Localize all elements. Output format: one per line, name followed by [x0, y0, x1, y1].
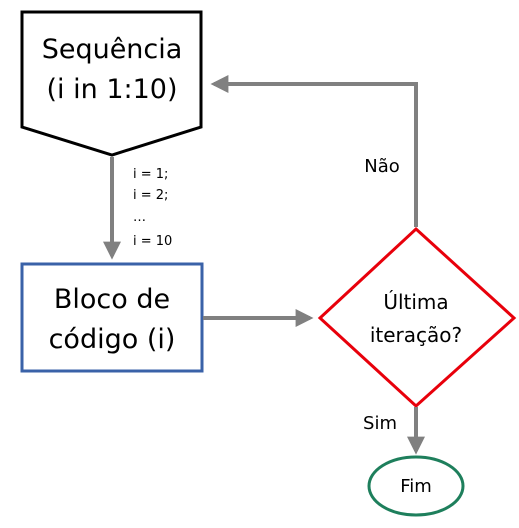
no-label: Não: [364, 156, 400, 177]
iteration-label-1: i = 1;: [133, 167, 168, 182]
code-block-label-line1: Bloco de: [54, 284, 170, 315]
iteration-label-3: …: [133, 210, 146, 225]
iteration-labels: i = 1; i = 2; … i = 10: [133, 167, 172, 249]
end-node: Fim: [367, 455, 465, 517]
sequence-label-line2: (i in 1:10): [47, 74, 178, 105]
end-shape: [367, 455, 465, 517]
yes-label: Sim: [363, 413, 397, 434]
decision-node: Última iteração?: [317, 226, 517, 409]
iteration-label-2: i = 2;: [133, 188, 168, 203]
decision-label-line1: Última: [383, 290, 448, 314]
arrow-loop-back: [210, 75, 418, 227]
sequence-node: Sequência (i in 1:10): [20, 10, 203, 157]
code-block-label-line2: código (i): [49, 324, 176, 355]
code-block-node: Bloco de código (i): [20, 262, 204, 373]
code-block-shape: [20, 262, 204, 373]
iteration-label-4: i = 10: [133, 234, 172, 249]
sequence-shape: [20, 10, 203, 157]
sequence-label-line1: Sequência: [42, 34, 183, 65]
decision-shape: [317, 226, 517, 409]
decision-label-line2: iteração?: [370, 323, 462, 347]
end-label: Fim: [400, 476, 432, 497]
